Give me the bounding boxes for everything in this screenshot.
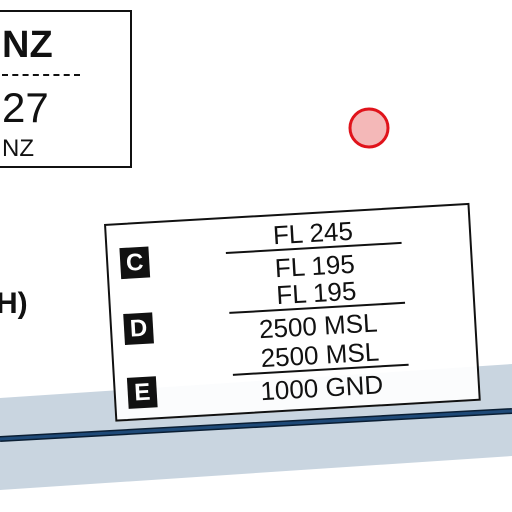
frequency-divider [2,74,80,76]
airspace-class-d-badge: D [123,312,154,345]
class-c-ceiling: FL 245 [272,215,354,251]
route-line [0,409,512,441]
airspace-class-c-badge: C [119,246,151,280]
frequency-subtitle: NZ [2,135,34,162]
frequency-box: NZ 27 NZ [0,10,132,168]
airspace-class-e-badge: E [126,376,158,409]
frequency-identifier: NZ [2,24,53,66]
side-label: H) [0,287,28,320]
frequency-number: 27 [2,84,49,131]
airspace-legend-box: C D E FL 245 FL 195 FL 195 2500 MSL 2500… [104,202,481,422]
reporting-point-circle-icon[interactable] [348,107,390,149]
class-e-floor: 1000 GND [259,369,384,407]
